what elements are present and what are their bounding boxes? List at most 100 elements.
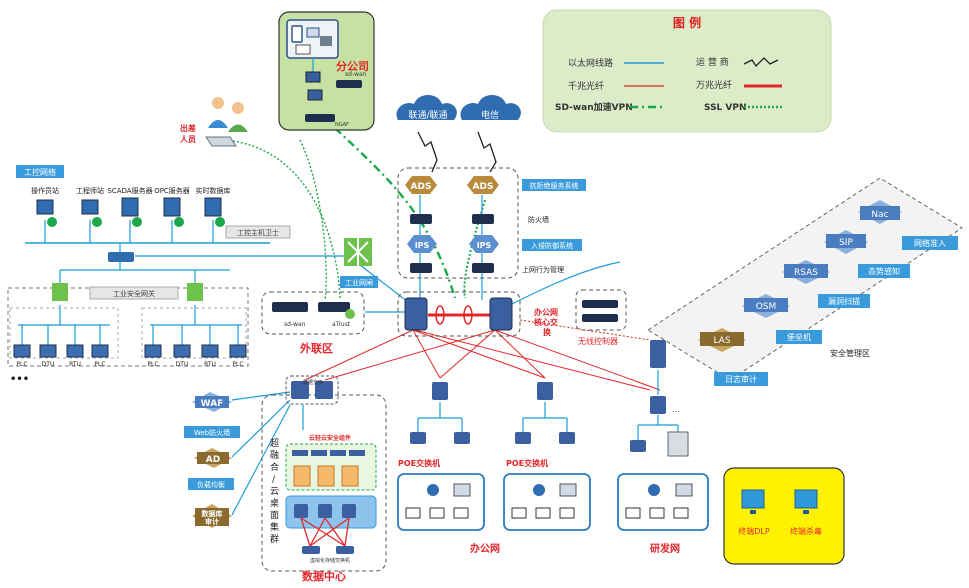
ad-label: AD xyxy=(206,455,220,465)
hci-label-9: 群 xyxy=(270,533,279,545)
rsas-tag xyxy=(818,294,870,308)
industrial-gate-label: 工业网闸 xyxy=(345,278,373,287)
cloud-unicom xyxy=(396,95,457,120)
poe-switch-icon xyxy=(559,432,575,444)
hci-label-6: 桌 xyxy=(270,497,279,509)
ics-host-label: 实时数据库 xyxy=(196,186,231,195)
industrial-gate-tag xyxy=(340,276,378,288)
dtu-icon xyxy=(173,344,191,358)
pc-icon xyxy=(295,44,311,55)
cloud-telecom-label: 电信 xyxy=(481,109,499,121)
cloud-telecom xyxy=(460,95,521,120)
firewall-label: 防火墙 xyxy=(528,215,549,224)
engineer-station-icon xyxy=(81,199,99,215)
wlan-controller-1 xyxy=(582,300,618,308)
storage-switch-2 xyxy=(336,546,354,554)
behavior-label: 上网行为管理 xyxy=(522,265,564,274)
ics-gateway-2-icon xyxy=(187,283,203,301)
ics-device-label: PLC xyxy=(232,361,243,368)
wlan-controller-label: 无线控制器 xyxy=(578,336,618,346)
legend-gigabit-label: 千兆光纤 xyxy=(568,80,604,92)
branch-switch-icon xyxy=(305,71,321,83)
extranet-title: 外联区 xyxy=(299,341,333,355)
atrust-icon xyxy=(345,309,355,319)
ics-title: 工控网络 xyxy=(24,167,56,177)
ics-host-label: 操作员站 xyxy=(31,186,59,195)
las-tag-label: 日志审计 xyxy=(725,374,757,384)
ads-2-label: ADS xyxy=(473,182,494,192)
hci-nodes xyxy=(293,465,359,487)
ads-1-device xyxy=(405,176,437,194)
database-server-icon xyxy=(204,197,222,217)
ics-guard-tag xyxy=(225,225,291,239)
ics-device-label: PLC xyxy=(94,361,105,368)
office-agg-switch-2 xyxy=(537,382,553,400)
link-traveler-ssl xyxy=(224,139,341,301)
shield-icon xyxy=(47,217,57,227)
core-security-stack: ADS ADS IPS IPS 抗拒绝服务系统 防火墙 入侵防御系统 上网行为管… xyxy=(397,167,586,279)
sip-tag-label: 态势感知 xyxy=(868,266,900,276)
datacenter-title: 数据中心 xyxy=(302,569,346,583)
server-icon xyxy=(293,465,311,487)
legend-ssl-label: SSL VPN xyxy=(704,103,747,113)
hci-label-8: 集 xyxy=(270,521,279,533)
ics-gateway-label: 工业安全网关 xyxy=(113,289,155,298)
rnd-title: 研发网 xyxy=(650,542,680,555)
branch-router-icon xyxy=(307,89,323,101)
ics-device-label: RTU xyxy=(69,361,81,368)
ips-label: 入侵防御系统 xyxy=(531,241,573,250)
ics-device-label: DTU xyxy=(42,361,55,368)
extranet-zone: sd-wan aTrust 外联区 xyxy=(261,291,365,355)
ics-host-label: SCADA服务器 xyxy=(107,186,152,195)
printer-icon xyxy=(559,483,577,497)
rsas-tag-label: 漏洞扫描 xyxy=(828,296,860,306)
office-endpoints-2 xyxy=(503,473,591,531)
anti-ddos-tag xyxy=(522,179,586,191)
ips-2-label: IPS xyxy=(477,241,492,250)
hci-label-7: 面 xyxy=(270,510,279,521)
ics-title-tag xyxy=(16,165,64,178)
nac-tag xyxy=(902,236,958,250)
hci-label-2: 融 xyxy=(270,450,279,461)
nac-label: Nac xyxy=(871,210,888,220)
pc-icon xyxy=(559,507,575,519)
person-icon xyxy=(212,97,224,109)
cloud-unicom-label: 联通/联通 xyxy=(408,110,447,121)
rnd-server-icon xyxy=(667,431,689,457)
cloud-security-label: 云轻云安全组件 xyxy=(309,434,351,442)
legend-carrier-label: 运 营 商 xyxy=(696,56,729,68)
waf-tag xyxy=(184,426,240,438)
opc-server-icon xyxy=(163,197,181,217)
office-title: 办公网 xyxy=(470,542,500,555)
db-audit-label-2: 审计 xyxy=(205,517,219,526)
printer-icon xyxy=(453,483,471,497)
osm-label: OSM xyxy=(756,302,777,312)
core-switch-label-2: 核心交 xyxy=(534,317,558,327)
las-label: LAS xyxy=(713,336,730,346)
plc-icon xyxy=(229,344,247,358)
anti-ddos-label: 抗拒绝服务系统 xyxy=(530,181,579,190)
security-management-zone: 安全管理区 Nac 网络准入 SIP 态势感知 RSAS 漏洞扫描 OSM 堡垒… xyxy=(647,177,963,386)
waf-label: WAF xyxy=(201,399,224,409)
wifi-ap-icon xyxy=(427,484,439,496)
office-agg-switch-1 xyxy=(432,382,448,400)
scada-server-icon xyxy=(121,197,139,217)
ips-1-device xyxy=(407,235,437,253)
wifi-ap-icon xyxy=(648,484,660,496)
poe-switch-icon xyxy=(515,432,531,444)
links xyxy=(18,127,679,516)
nac-device: Nac xyxy=(858,200,902,224)
pc-icon xyxy=(673,507,689,519)
rsas-device: RSAS xyxy=(782,260,830,284)
wlan-controller-2 xyxy=(582,314,618,322)
industrial-gate: 工业网闸 xyxy=(340,238,378,288)
core-switch-2-device xyxy=(489,297,513,331)
extranet-atrust-label: aTrust xyxy=(332,321,351,328)
office-network: POE交换机 POE交换机 办公网 xyxy=(397,382,591,555)
db-audit-device: 数据库 审计 xyxy=(192,504,232,528)
ics-device-label: PLC xyxy=(147,361,158,368)
extranet-sdwan-device xyxy=(272,302,308,312)
ips-tag xyxy=(522,239,582,251)
firewall-1-device xyxy=(410,214,432,224)
ics-device-label: PLC xyxy=(16,361,27,368)
